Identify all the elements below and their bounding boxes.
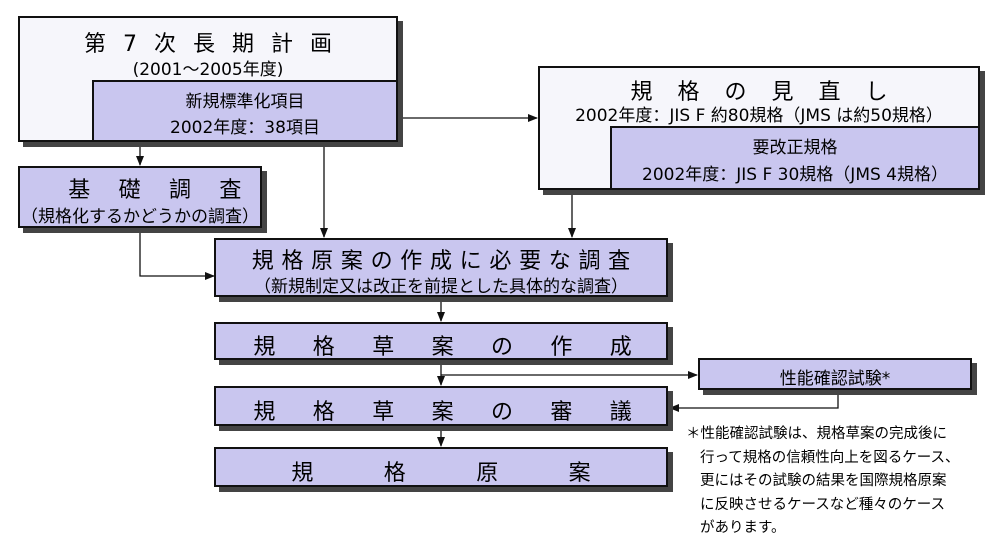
draft-creation-box: 規格草案の作成 xyxy=(214,322,668,360)
plan-period: (2001〜2005年度) xyxy=(132,60,284,80)
footnote-line: 行って規格の信頼性向上を図るケース、 xyxy=(700,449,960,466)
review-value: 2002年度：JIS F 約80規格（JMS は約50規格） xyxy=(575,106,943,126)
footnote-line: があります。 xyxy=(700,520,786,536)
basic-survey-box: 基 礎 調 査 （規格化するかどうかの調査） xyxy=(18,166,262,228)
final-draft-box: 規格原案 xyxy=(214,447,668,487)
arrow-basic-to-survey xyxy=(139,228,215,280)
draft-deliberation-label: 規格草案の審議 xyxy=(253,400,670,425)
new-items-value: 2002年度：38項目 xyxy=(170,118,320,138)
draft-survey-subtitle: （新規制定又は改正を前提とした具体的な調査） xyxy=(254,277,628,297)
long-term-plan-box: 第 7 次 長 期 計 画 (2001〜2005年度) 新規標準化項目 2002… xyxy=(18,16,398,142)
footnote-line: 更にはその試験の結果を国際規格原案 xyxy=(700,473,947,489)
footnote-line: ＊性能確認試験は、規格草案の完成後に xyxy=(686,426,947,442)
draft-creation-label: 規格草案の作成 xyxy=(253,335,670,360)
performance-test-box: 性能確認試験* xyxy=(698,358,972,390)
final-draft-label: 規格原案 xyxy=(291,461,661,486)
basic-survey-title: 基 礎 調 査 xyxy=(68,178,250,203)
new-items-box: 新規標準化項目 2002年度：38項目 xyxy=(92,80,396,140)
draft-survey-box: 規格原案の作成に必要な調査 （新規制定又は改正を前提とした具体的な調査） xyxy=(214,238,668,297)
plan-title: 第 7 次 長 期 計 画 xyxy=(84,32,332,57)
revision-value: 2002年度：JIS F 30規格（JMS 4規格） xyxy=(642,165,948,185)
new-items-title: 新規標準化項目 xyxy=(185,92,305,112)
revision-box: 要改正規格 2002年度：JIS F 30規格（JMS 4規格） xyxy=(610,126,978,188)
basic-survey-subtitle: （規格化するかどうかの調査） xyxy=(21,207,259,227)
review-title: 規 格 の 見 直 し xyxy=(630,80,888,105)
standards-review-box: 規 格 の 見 直 し 2002年度：JIS F 約80規格（JMS は約50規… xyxy=(538,66,980,190)
performance-test-label: 性能確認試験* xyxy=(779,369,891,389)
footnote: ＊性能確認試験は、規格草案の完成後に 行って規格の信頼性向上を図るケース、 更に… xyxy=(686,423,991,541)
revision-title: 要改正規格 xyxy=(752,138,838,158)
draft-survey-title: 規格原案の作成に必要な調査 xyxy=(251,249,638,274)
footnote-line: に反映させるケースなど種々のケース xyxy=(700,496,946,513)
arrow-test-to-deliberation xyxy=(669,390,839,412)
draft-deliberation-box: 規格草案の審議 xyxy=(214,386,668,426)
